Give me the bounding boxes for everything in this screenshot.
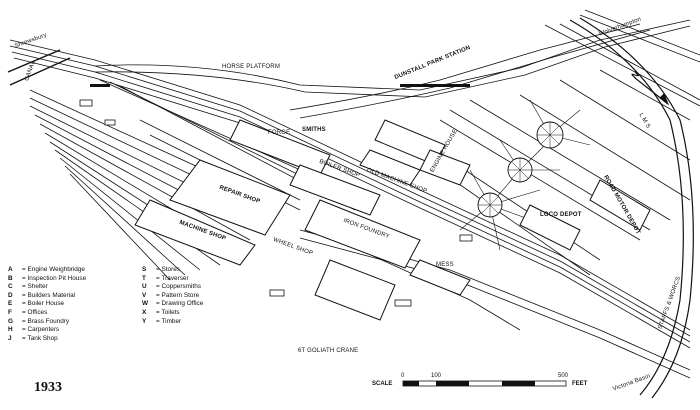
legend-item: S= Stores (142, 266, 180, 273)
scale-tick-500: 500 (558, 373, 569, 379)
label-loco-depot: LOCO DEPOT (540, 212, 582, 218)
scale-unit: FEET (572, 381, 588, 387)
scale-tick-100: 100 (431, 373, 442, 379)
legend-item: V= Pattern Store (142, 291, 200, 299)
legend-item: F= Offices (8, 308, 48, 316)
legend-item: B= Inspection Pit House (8, 274, 87, 282)
scale-title: SCALE (372, 381, 393, 387)
legend-item: X= Toilets (142, 308, 180, 316)
legend-item: E= Boiler House (8, 300, 65, 308)
label-goliath-crane: 6T GOLIATH CRANE (298, 348, 359, 354)
legend-item: D= Builders Material (8, 291, 76, 299)
legend-right: S= Stores T= Traverser U= Coppersmiths V… (142, 266, 203, 326)
legend-item: T= Traverser (142, 274, 189, 282)
label-horse-platform: HORSE PLATFORM (222, 64, 281, 70)
legend-item: G= Brass Foundry (8, 317, 70, 325)
legend-item: A= Engine Weighbridge (8, 266, 85, 273)
scale-tick-0: 0 (401, 373, 405, 379)
label-mess: MESS (436, 262, 454, 268)
legend-item: Y= Timber (142, 317, 182, 325)
legend-item: C= Shelter (8, 283, 48, 291)
label-forge: FORGE (268, 130, 291, 136)
map-year: 1933 (34, 380, 62, 395)
legend-item: U= Coppersmiths (142, 283, 201, 291)
label-smiths: SMITHS (302, 127, 326, 133)
legend-item: W= Drawing Office (142, 300, 204, 308)
legend-left: A= Engine Weighbridge B= Inspection Pit … (8, 266, 86, 343)
legend-item: J= Tank Shop (8, 334, 58, 342)
legend-item: H= Carpenters (8, 326, 60, 334)
